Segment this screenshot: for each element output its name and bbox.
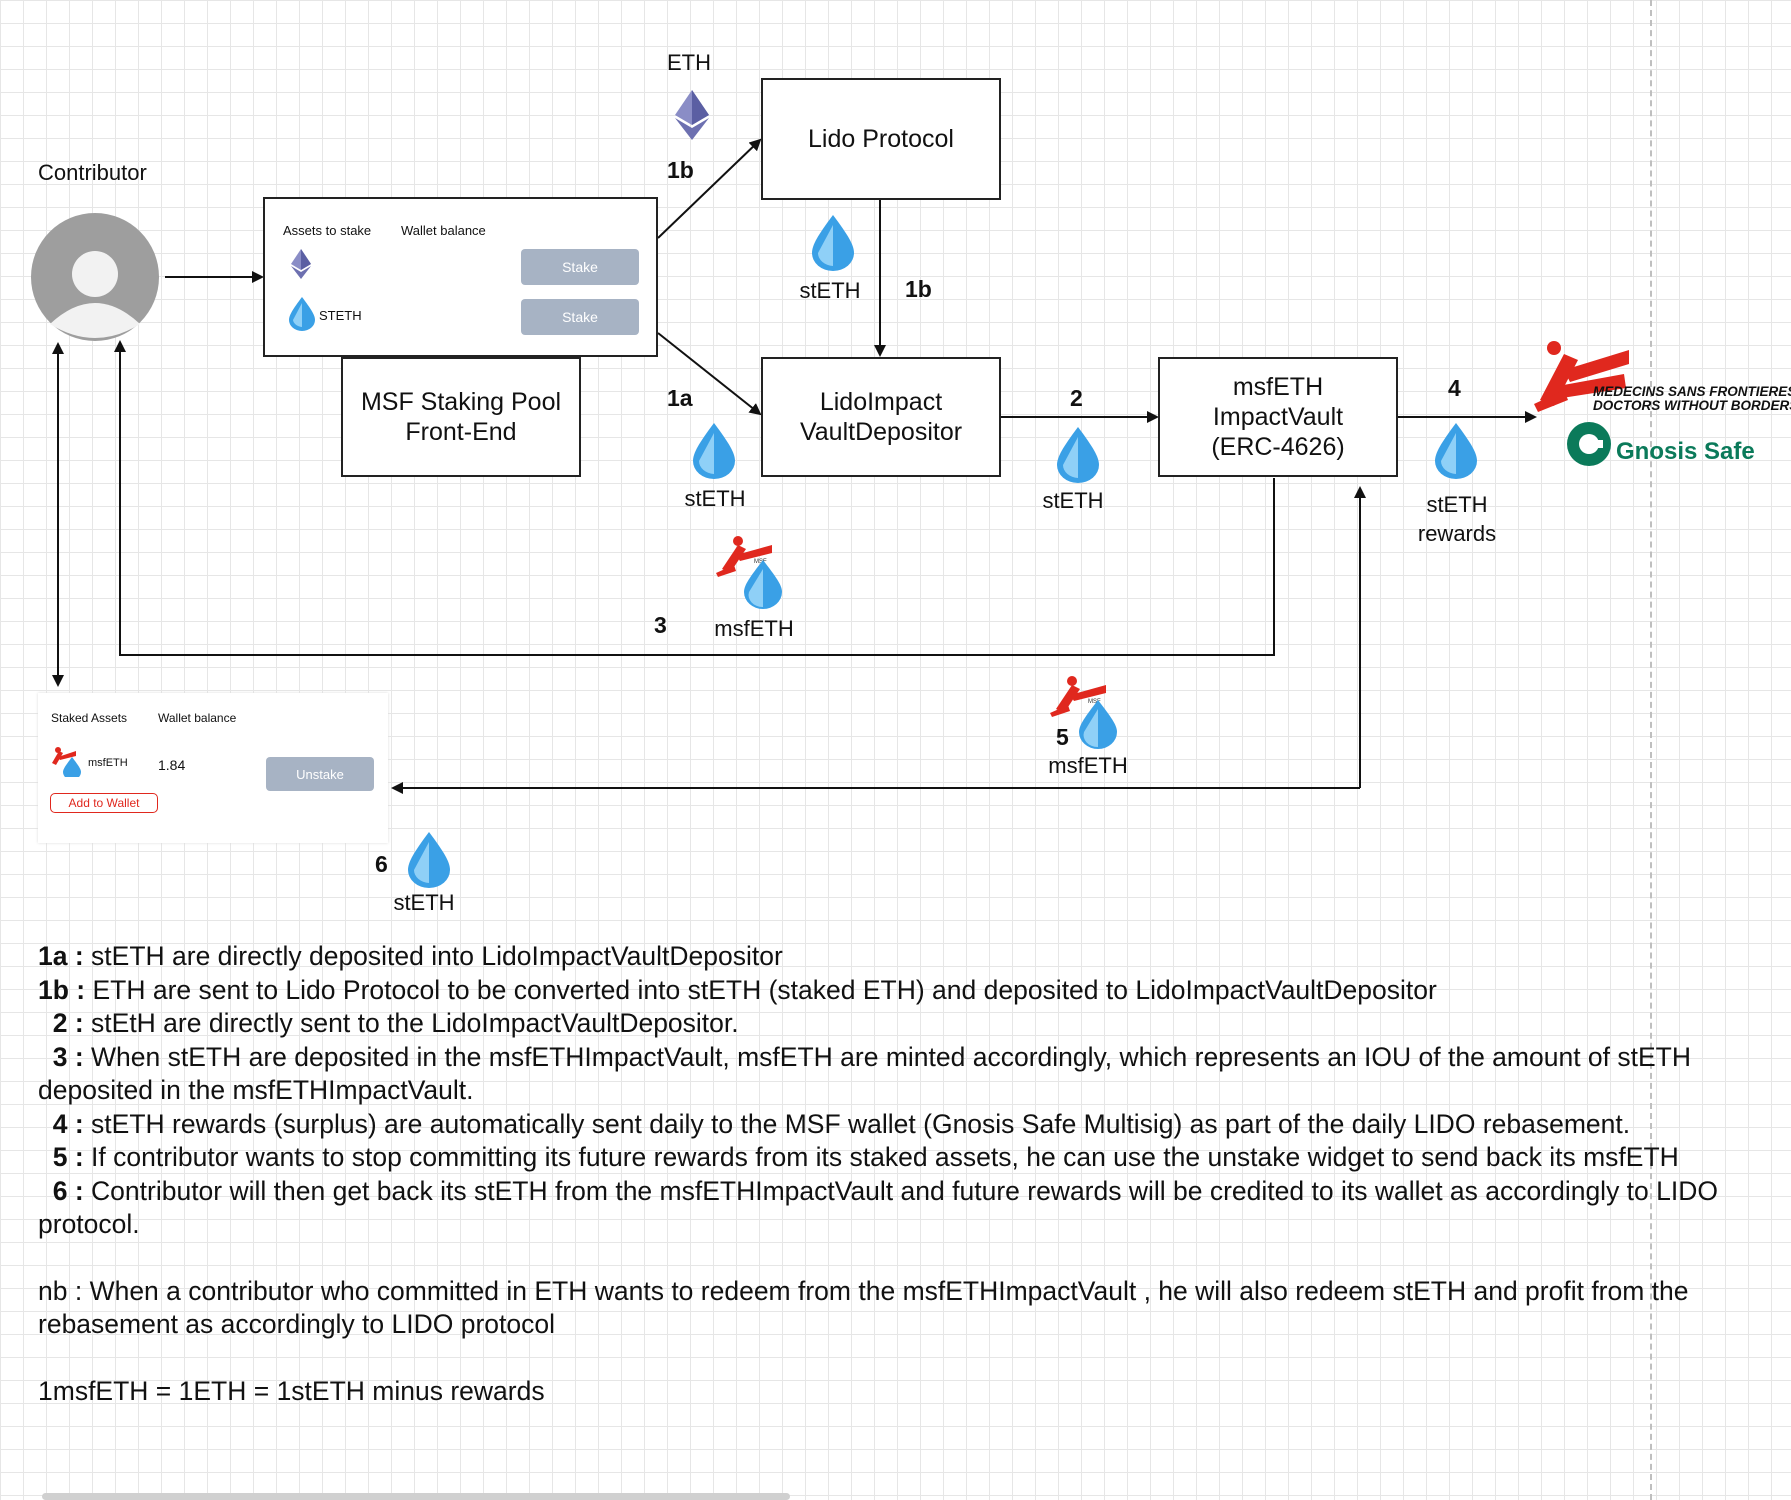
note-6: 6 : Contributor will then get back its s… (38, 1175, 1728, 1242)
front-end-line-2: Front-End (405, 418, 517, 446)
unstake-widget: Staked Assets Wallet balance msfETH 1.84… (38, 693, 388, 843)
stake-widget-assets-header: Assets to stake (283, 223, 372, 238)
eth-diamond-icon (675, 90, 709, 140)
vault-line-3: (ERC-4626) (1211, 433, 1345, 461)
msf-logo-icon (1534, 341, 1629, 412)
note-2-key: 2 : (52, 1008, 92, 1038)
lido-protocol-label: Lido Protocol (808, 125, 954, 153)
step-1b-top: 1b (667, 157, 694, 183)
steth-1a-label: stETH (684, 486, 746, 511)
stake-eth-button[interactable]: Stake (521, 249, 639, 285)
note-6-text: Contributor will then get back its stETH… (38, 1175, 1718, 1240)
note-1a: 1a : stETH are directly deposited into L… (38, 940, 1728, 974)
note-equation: 1msfETH = 1ETH = 1stETH minus rewards (38, 1375, 545, 1406)
step-5: 5 (1056, 724, 1069, 750)
depositor-line-1: LidoImpact (819, 388, 943, 416)
steth-rewards-icon (1435, 423, 1477, 479)
lido-protocol-box: Lido Protocol (761, 78, 1001, 200)
unstake-button[interactable]: Unstake (266, 757, 374, 791)
steth-2-icon (1057, 427, 1099, 483)
note-1b-text: ETH are sent to Lido Protocol to be conv… (92, 974, 1437, 1005)
steth-rewards-line-1: stETH (1426, 492, 1488, 517)
note-4: 4 : stETH rewards (surplus) are automati… (38, 1108, 1728, 1142)
explanation-notes: 1a : stETH are directly deposited into L… (38, 940, 1728, 1408)
note-2-text: stEtH are directly sent to the LidoImpac… (91, 1008, 739, 1038)
step-6: 6 (375, 851, 388, 877)
steth-asset-icon (289, 297, 315, 331)
msfeth-3-icon: MSF (716, 536, 782, 609)
svg-text:MSF: MSF (754, 559, 767, 565)
note-nb: nb : When a contributor who committed in… (38, 1275, 1689, 1340)
steth-lido-label: stETH (799, 278, 861, 303)
eth-asset-icon (291, 249, 311, 279)
steth-6-label: stETH (393, 890, 455, 915)
note-3-text: When stETH are deposited in the msfETHIm… (38, 1041, 1692, 1106)
steth-6-icon (408, 832, 450, 888)
step-1a: 1a (667, 385, 693, 411)
dashed-divider (1650, 0, 1652, 1500)
stake-widget-balance-header: Wallet balance (401, 223, 486, 238)
add-to-wallet-button[interactable]: Add to Wallet (50, 793, 158, 813)
step-3: 3 (654, 612, 667, 638)
unstake-balance-value: 1.84 (158, 757, 186, 773)
steth-rewards-line-2: rewards (1417, 521, 1497, 546)
note-1b: 1b : ETH are sent to Lido Protocol to be… (38, 974, 1728, 1008)
note-2: 2 : stEtH are directly sent to the LidoI… (38, 1007, 1728, 1041)
gnosis-safe-icon (1567, 422, 1611, 466)
msfeth-asset-icon (52, 747, 81, 777)
arrow-1a-to-depositor (657, 332, 762, 416)
contributor-avatar-icon (31, 213, 159, 341)
unstake-assets-header: Staked Assets (51, 711, 128, 725)
unstake-balance-header: Wallet balance (158, 711, 237, 725)
note-3-key: 3 : (52, 1041, 92, 1072)
svg-text:MSF: MSF (1088, 699, 1101, 705)
eth-label: ETH (667, 50, 711, 75)
stake-steth-button[interactable]: Stake (521, 299, 639, 335)
msf-logo-text: MEDECINS SANS FRONTIERES DOCTORS WITHOUT… (1593, 385, 1791, 413)
msfeth-5-label: msfETH (1048, 753, 1128, 778)
note-4-text: stETH rewards (surplus) are automaticall… (91, 1108, 1631, 1139)
unstake-token-label: msfETH (88, 757, 128, 769)
note-6-key: 6 : (52, 1175, 92, 1206)
note-1a-key: 1a : (38, 941, 92, 971)
msf-logo-line-2: DOCTORS WITHOUT BORDERS (1593, 398, 1791, 413)
stake-widget: Assets to stake Wallet balance STETH Sta… (263, 197, 658, 357)
msfeth-3-label: msfETH (714, 616, 794, 641)
step-1b-mid: 1b (905, 276, 932, 302)
note-4-key: 4 : (52, 1108, 92, 1139)
step-4: 4 (1448, 375, 1461, 401)
vault-line-1: msfETH (1232, 373, 1324, 401)
note-5-text: If contributor wants to stop committing … (91, 1142, 1679, 1172)
arrow-3-msfeth-return (114, 340, 1275, 656)
msf-logo-line-1: MEDECINS SANS FRONTIERES (1593, 384, 1791, 399)
note-3: 3 : When stETH are deposited in the msfE… (38, 1041, 1728, 1108)
steth-lido-icon (812, 215, 854, 271)
steth-1a-icon (693, 423, 735, 479)
steth-rewards-label: stETH rewards (1418, 490, 1496, 548)
note-5-key: 5 : (52, 1142, 92, 1172)
steth-2-label: stETH (1042, 488, 1104, 513)
depositor-line-2: VaultDepositor (799, 418, 963, 446)
vault-line-2: ImpactVault (1212, 403, 1344, 431)
steth-asset-label: STETH (319, 308, 362, 323)
msfeth-5-icon: MSF (1050, 676, 1117, 749)
arrow-1b-to-lido (657, 138, 762, 239)
note-1a-text: stETH are directly deposited into LidoIm… (91, 941, 783, 971)
gnosis-safe-label: Gnosis Safe (1616, 438, 1755, 465)
note-1b-key: 1b : (38, 974, 93, 1005)
step-2: 2 (1070, 385, 1083, 411)
contributor-label: Contributor (38, 160, 147, 185)
note-5: 5 : If contributor wants to stop committ… (38, 1141, 1728, 1175)
horizontal-scrollbar[interactable] (42, 1493, 790, 1500)
front-end-line-1: MSF Staking Pool (360, 388, 562, 416)
